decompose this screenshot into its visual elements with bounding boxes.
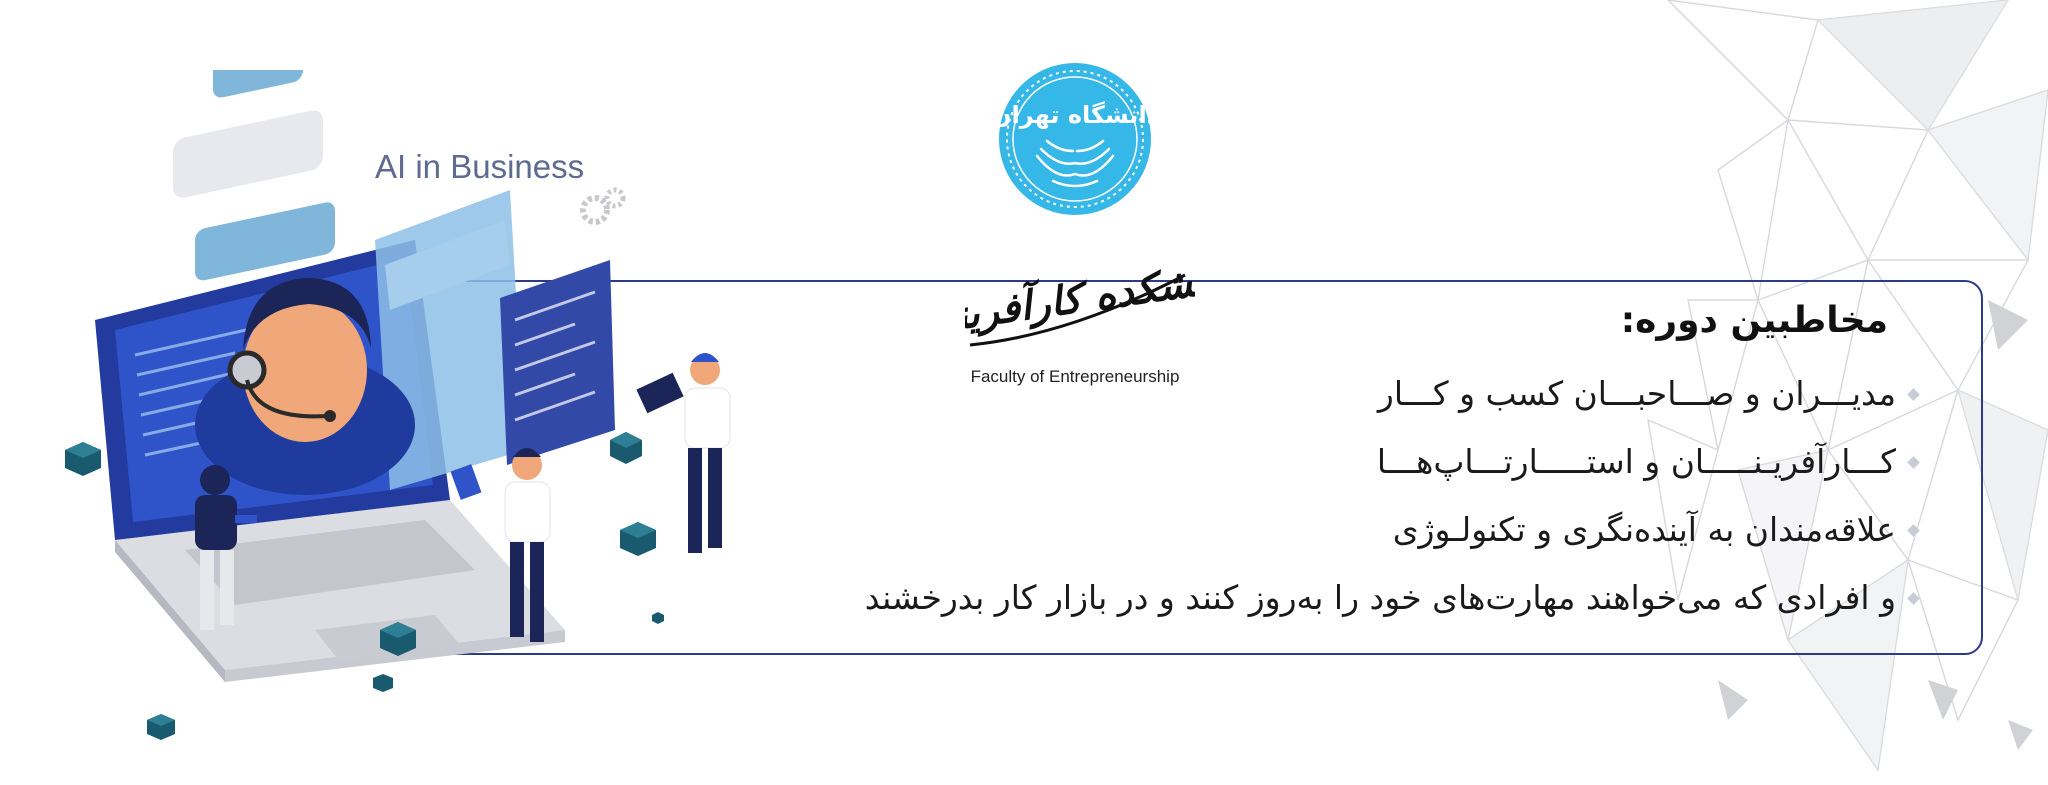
calligraphy-text: دانشکده کارآفرینی bbox=[965, 250, 1195, 344]
audience-list: مدیـــران و صـــاحبـــان کسب و کـــار کـ… bbox=[865, 360, 1920, 632]
decorative-cubes bbox=[65, 432, 664, 740]
audience-title: مخاطبین دوره: bbox=[1620, 300, 1888, 341]
university-seal-icon: دانشگاه تهران bbox=[997, 63, 1153, 215]
ai-in-business-label: AI in Business bbox=[375, 148, 585, 185]
list-item: علاقه‌مندان به آینده‌نگری و تکنولـوژی bbox=[865, 496, 1920, 564]
bullet-icon bbox=[1907, 592, 1920, 605]
laptop-scene bbox=[65, 34, 731, 740]
list-item: و افرادی که می‌خواهند مهارت‌های خود را ب… bbox=[865, 564, 1920, 632]
low-poly-background bbox=[1647, 0, 2048, 772]
person-left bbox=[195, 465, 257, 630]
bullet-icon bbox=[1907, 524, 1920, 537]
seal-text: دانشگاه تهران bbox=[997, 101, 1153, 129]
bullet-icon bbox=[1907, 388, 1920, 401]
list-item: کـــارآفریـنـــــان و استـــــارتـــاپ‌ه… bbox=[865, 428, 1920, 496]
faculty-logo: دانشگاه تهران دانشکده کارآفرینی Faculty … bbox=[925, 55, 1225, 386]
list-item: مدیـــران و صـــاحبـــان کسب و کـــار bbox=[865, 360, 1920, 428]
ai-business-illustration: AI in Business bbox=[55, 34, 755, 760]
person-right bbox=[636, 353, 731, 553]
person-middle bbox=[450, 448, 551, 642]
bullet-icon bbox=[1907, 456, 1920, 469]
faculty-calligraphy: دانشکده کارآفرینی bbox=[965, 250, 1195, 347]
faculty-subtitle: Faculty of Entrepreneurship bbox=[970, 367, 1180, 386]
